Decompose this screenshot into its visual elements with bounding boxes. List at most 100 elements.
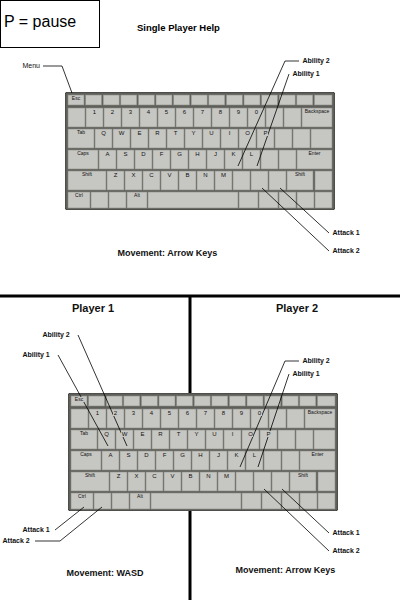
leader-line xyxy=(55,507,84,530)
key-label: 7 xyxy=(203,410,207,416)
key-label: Enter xyxy=(311,452,324,457)
key-label: A xyxy=(108,452,113,458)
key-label: Ctrl xyxy=(75,193,84,198)
key-label: Alt xyxy=(134,193,141,198)
key-label: C xyxy=(152,473,157,479)
keyboard-picture xyxy=(65,92,335,210)
callout-label: Ability 2 xyxy=(42,331,70,338)
key-label: Backspace xyxy=(304,109,329,114)
key-label: 5 xyxy=(164,109,168,115)
callout-label: Attack 1 xyxy=(22,526,50,533)
key-label: F xyxy=(159,151,164,157)
key-label: 8 xyxy=(221,410,225,416)
key-label: N xyxy=(206,473,211,479)
key-label: G xyxy=(177,151,183,157)
key-label: L xyxy=(249,151,253,157)
key-label: P xyxy=(266,431,271,437)
key-label: 6 xyxy=(182,109,186,115)
key-label: 1 xyxy=(92,109,96,115)
key-label: 4 xyxy=(146,109,150,115)
key-label: 6 xyxy=(185,410,189,416)
key-label: J xyxy=(217,452,221,458)
leader-line xyxy=(257,74,289,166)
key-label: 0 xyxy=(254,109,258,115)
key-label: Y xyxy=(194,431,199,437)
key-label: S xyxy=(123,151,128,157)
leader-line xyxy=(258,374,289,467)
leader-line xyxy=(280,188,329,233)
key-label: 2 xyxy=(110,109,114,115)
key-label: Tab xyxy=(76,130,85,135)
key-label: 0 xyxy=(257,410,261,416)
key-label: U xyxy=(209,130,214,136)
leader-line xyxy=(35,507,102,541)
key-label: E xyxy=(140,431,145,437)
key-label: M xyxy=(224,473,230,479)
key-label: P xyxy=(263,130,268,136)
divider xyxy=(0,295,400,298)
key-label: D xyxy=(144,452,149,458)
player-heading: Player 2 xyxy=(275,303,318,314)
key-label: Q xyxy=(101,130,107,136)
key-label: K xyxy=(234,452,239,458)
key-label: R xyxy=(155,130,160,136)
key-label: 3 xyxy=(131,410,135,416)
callout-label: Ability 1 xyxy=(292,370,320,377)
key-label: X xyxy=(131,172,136,178)
callout-label: Attack 2 xyxy=(332,547,360,554)
key-label: Shift xyxy=(294,172,305,177)
note-box: P = pause xyxy=(0,0,100,48)
key-label: Esc xyxy=(71,96,80,101)
key-label: Esc xyxy=(74,397,83,402)
keyboard-picture xyxy=(68,393,338,511)
key-label: B xyxy=(185,172,190,178)
key-label: K xyxy=(231,151,236,157)
key-label: Shift xyxy=(297,473,308,478)
key-label: 4 xyxy=(149,410,153,416)
leader-line xyxy=(262,188,329,251)
key-label: Backspace xyxy=(307,410,332,415)
leader-line xyxy=(238,61,299,166)
key-label: 2 xyxy=(113,410,117,416)
key-label: Caps xyxy=(77,151,90,156)
leader-line xyxy=(43,66,72,93)
key-label: R xyxy=(158,431,163,437)
key-label: Y xyxy=(191,130,196,136)
player-heading: Player 1 xyxy=(71,303,114,314)
key-label: E xyxy=(137,130,142,136)
key-label: A xyxy=(105,151,110,157)
key-label: S xyxy=(126,452,131,458)
key-label: X xyxy=(134,473,139,479)
key-label: T xyxy=(176,431,181,437)
leader-line xyxy=(240,361,299,467)
key-label: C xyxy=(149,172,154,178)
key-label: B xyxy=(188,473,193,479)
key-label: Enter xyxy=(308,151,321,156)
key-label: Q xyxy=(104,431,110,437)
movement-note: Movement: Arrow Keys xyxy=(235,566,336,575)
leader-line xyxy=(78,335,127,446)
callout-label: Ability 2 xyxy=(302,357,330,364)
key-label: 5 xyxy=(167,410,171,416)
key-label: Shift xyxy=(81,172,92,177)
leader-line xyxy=(264,489,329,551)
callout-label: Ability 1 xyxy=(22,351,50,358)
key-label: L xyxy=(252,452,256,458)
key-label: Ctrl xyxy=(78,494,87,499)
key-label: U xyxy=(212,431,217,437)
key-label: I xyxy=(228,130,231,136)
key-label: T xyxy=(173,130,178,136)
key-label: Z xyxy=(116,473,121,479)
key-label: F xyxy=(162,452,167,458)
callout-label: Ability 2 xyxy=(302,57,330,64)
note-text: P = pause xyxy=(4,13,96,31)
key-label: 7 xyxy=(200,109,204,115)
key-label: V xyxy=(170,473,175,479)
key-label: W xyxy=(118,130,125,136)
key-label: H xyxy=(195,151,200,157)
callout-label: Attack 2 xyxy=(2,537,30,544)
key-label: W xyxy=(121,431,128,437)
